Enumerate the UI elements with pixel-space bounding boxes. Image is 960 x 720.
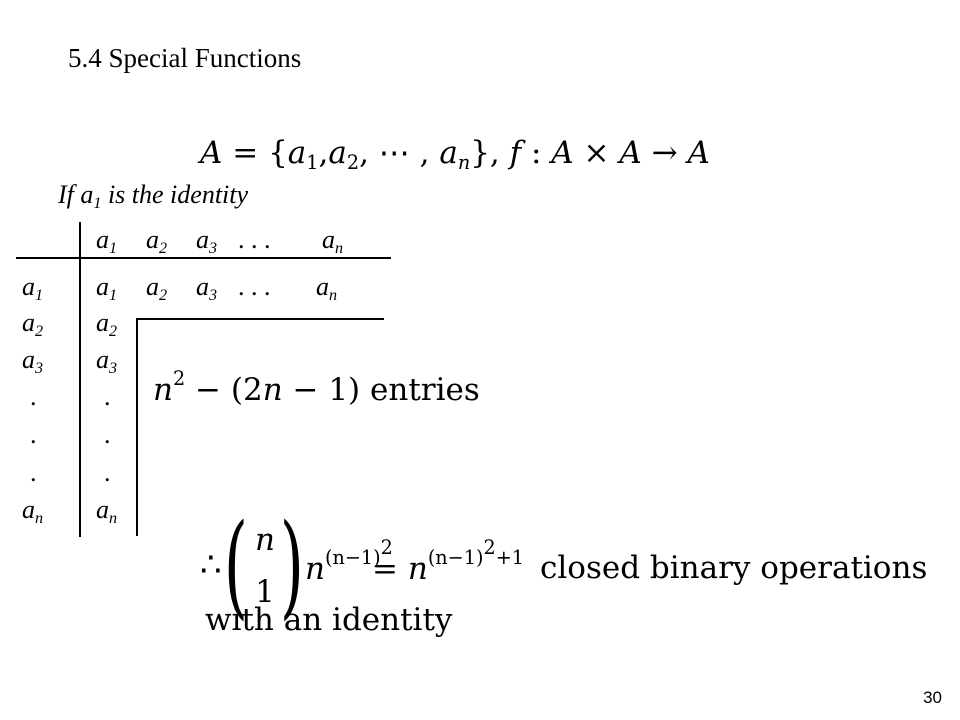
- free-entries-top-rule: [136, 318, 384, 320]
- row-label-an: an: [22, 495, 44, 528]
- cell-a3: a3: [196, 272, 218, 305]
- entries-formula: n2 − (2n − 1) entries: [153, 367, 480, 408]
- row-label-a2: a2: [22, 308, 44, 341]
- header-an: an: [322, 225, 344, 258]
- table-header-rule: [16, 257, 391, 259]
- cell-col-an: an: [96, 495, 118, 528]
- page-number: 30: [923, 688, 942, 707]
- power-term: n(n−1)2: [305, 536, 393, 587]
- row-label-dot: .: [30, 420, 37, 449]
- result-term: = n(n−1)2+1: [372, 536, 525, 587]
- row-label-dot: .: [30, 458, 37, 487]
- header-a1: a1: [96, 225, 118, 258]
- row-label-dot: .: [30, 382, 37, 411]
- identity-condition: If a1 is the identity: [58, 180, 249, 213]
- cell-col-dot: .: [104, 420, 111, 449]
- cell-col-dot: .: [104, 382, 111, 411]
- cell-col-a3: a3: [96, 345, 118, 378]
- binomial-coefficient: ( n 1 ): [223, 501, 304, 631]
- set-definition-formula: A = {a1,a2, ⋯ , an}, f : A × A → A: [200, 135, 710, 175]
- row-label-a1: a1: [22, 272, 44, 305]
- cell-a2: a2: [146, 272, 168, 305]
- cell-ellipsis: . . .: [238, 272, 271, 301]
- header-ellipsis: . . .: [238, 225, 271, 254]
- free-entries-left-rule: [136, 318, 138, 536]
- binom-bottom: 1: [255, 574, 275, 610]
- table-column-rule: [79, 222, 81, 537]
- row-label-a3: a3: [22, 345, 44, 378]
- with-identity-text: with an identity: [205, 602, 453, 638]
- cell-an: an: [316, 272, 338, 305]
- header-a2: a2: [146, 225, 168, 258]
- binom-top: n: [255, 522, 275, 558]
- slide-title: 5.4 Special Functions: [68, 43, 302, 73]
- cell-a1: a1: [96, 272, 118, 305]
- cell-col-a2: a2: [96, 308, 118, 341]
- cell-col-dot: .: [104, 458, 111, 487]
- header-a3: a3: [196, 225, 218, 258]
- closed-binary-operations-text: closed binary operations: [540, 550, 928, 586]
- therefore-symbol: ∴: [200, 545, 222, 585]
